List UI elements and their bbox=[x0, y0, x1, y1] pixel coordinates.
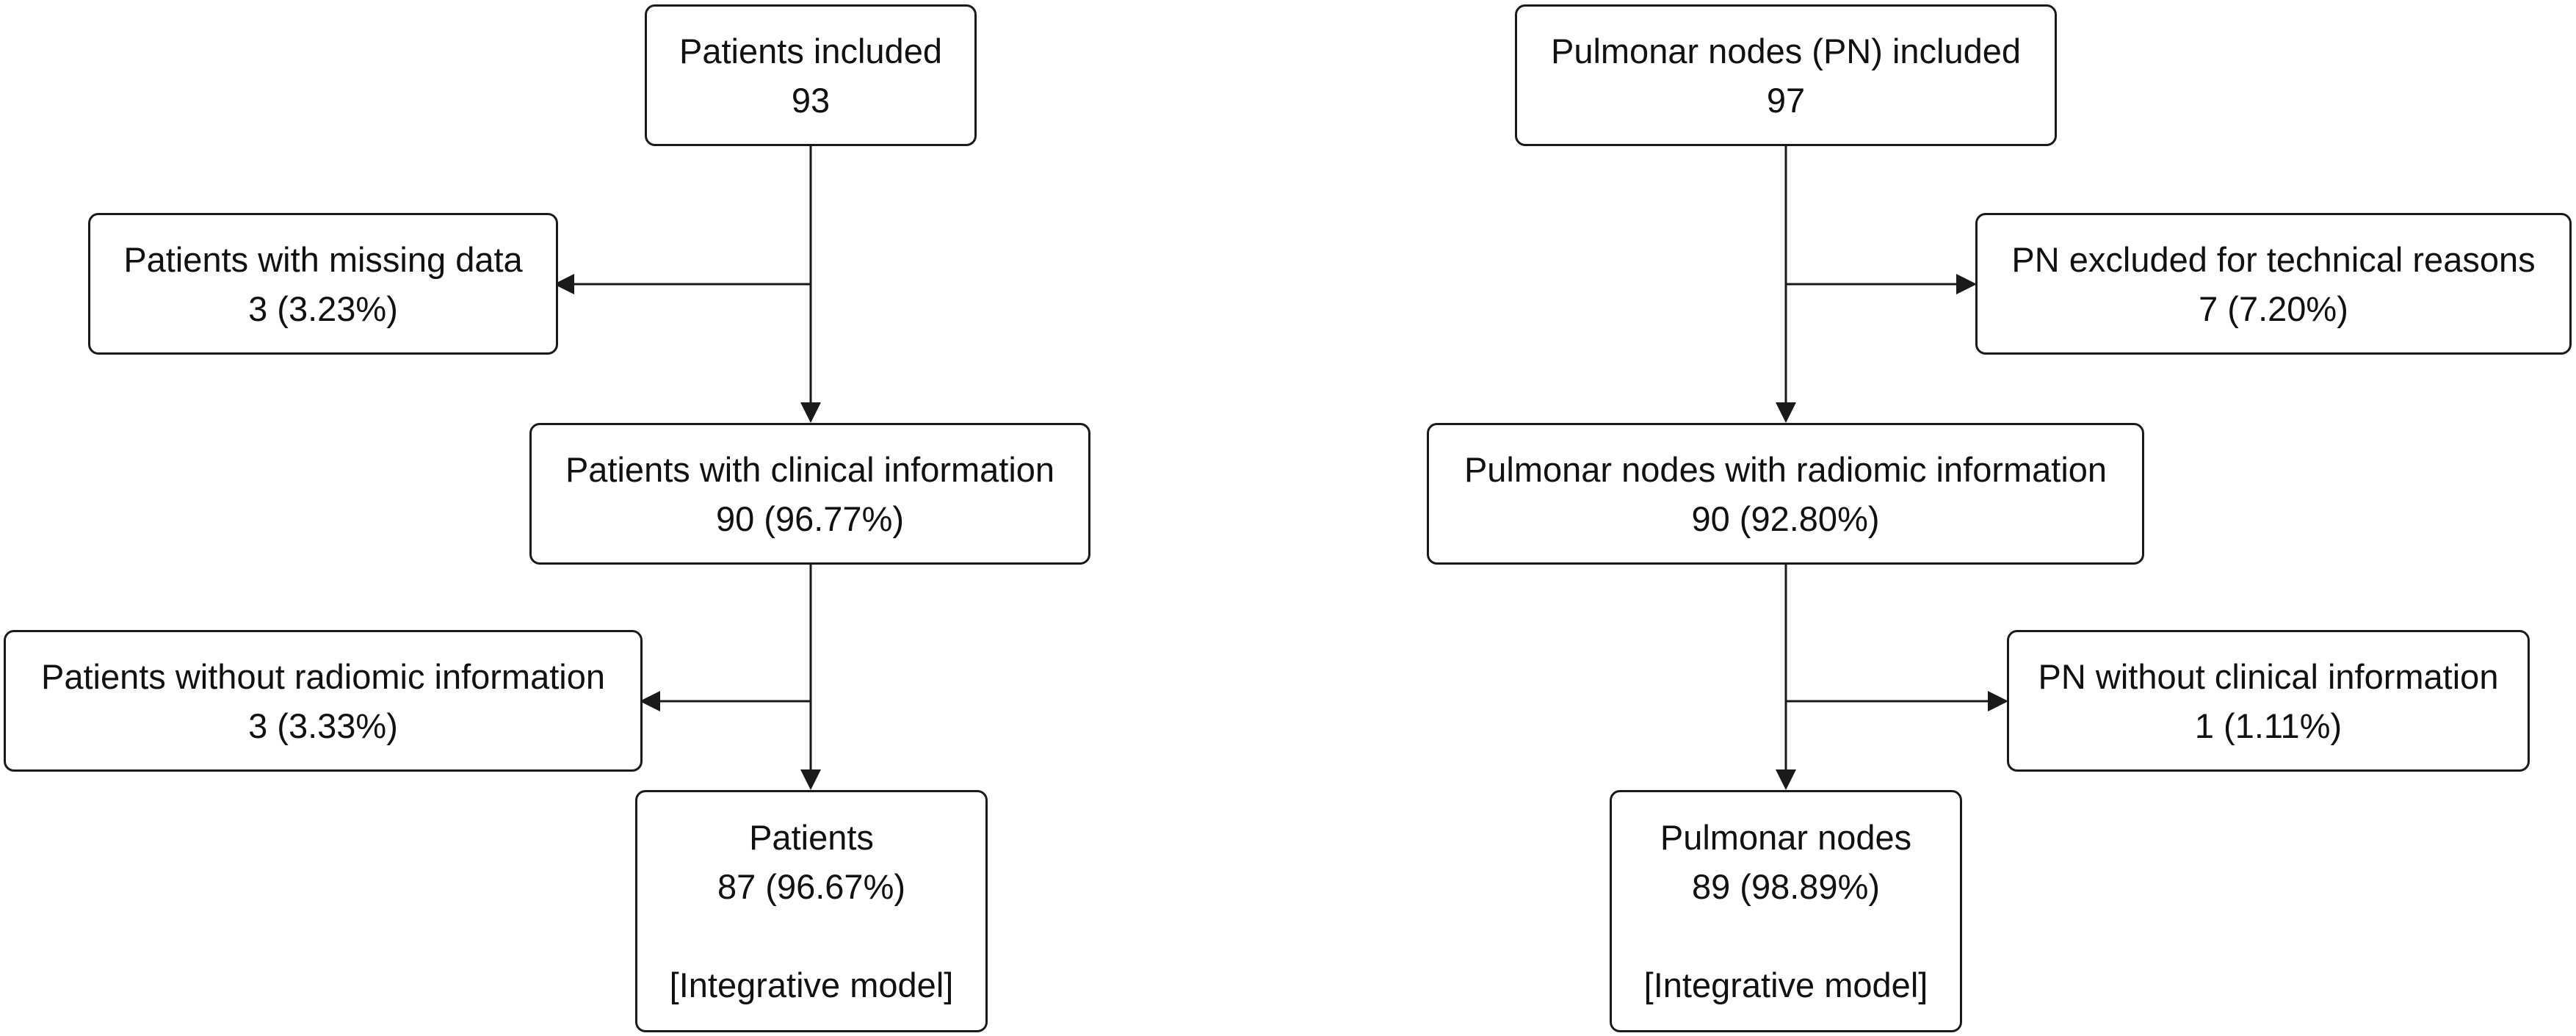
right-final-box: Pulmonar nodes 89 (98.89%) [Integrative … bbox=[1610, 790, 1962, 1032]
right-excluded-1-value: 7 (7.20%) bbox=[2199, 289, 2348, 328]
right-step-2-value: 90 (92.80%) bbox=[1691, 499, 1880, 538]
right-arrowhead-to-final bbox=[1776, 769, 1796, 790]
right-included-value: 97 bbox=[1766, 80, 1806, 120]
left-arrowhead-to-final bbox=[800, 769, 821, 790]
left-included-box: Patients included 93 bbox=[645, 4, 977, 146]
right-excluded-2-title: PN without clinical information bbox=[2038, 656, 2499, 696]
left-excluded-2-box: Patients without radiomic information 3 … bbox=[4, 630, 643, 772]
right-step-2-box: Pulmonar nodes with radiomic information… bbox=[1427, 423, 2144, 565]
right-excluded-1-box: PN excluded for technical reasons 7 (7.2… bbox=[1975, 213, 2572, 355]
right-arrowhead-to-excluded-2 bbox=[1988, 691, 2008, 711]
right-final-note: [Integrative model] bbox=[1643, 966, 1928, 1004]
left-included-value: 93 bbox=[791, 80, 831, 120]
left-final-box: Patients 87 (96.67%) [Integrative model] bbox=[635, 790, 988, 1032]
right-final-value: 89 (98.89%) bbox=[1691, 867, 1881, 906]
right-final-title: Pulmonar nodes bbox=[1660, 818, 1912, 857]
right-included-title: Pulmonar nodes (PN) included bbox=[1550, 31, 2022, 70]
right-excluded-2-value: 1 (1.11%) bbox=[2194, 706, 2342, 745]
left-included-title: Patients included bbox=[679, 31, 942, 70]
right-excluded-1-title: PN excluded for technical reasons bbox=[2011, 239, 2536, 279]
left-step-2-box: Patients with clinical information 90 (9… bbox=[529, 423, 1090, 565]
left-arrowhead-to-excluded-2 bbox=[640, 691, 660, 711]
left-arrowhead-to-excluded-1 bbox=[554, 274, 574, 294]
left-final-title: Patients bbox=[749, 818, 874, 857]
left-excluded-1-box: Patients with missing data 3 (3.23%) bbox=[88, 213, 558, 355]
left-excluded-2-title: Patients without radiomic information bbox=[40, 656, 606, 696]
left-step-2-value: 90 (96.77%) bbox=[715, 499, 905, 538]
right-arrowhead-to-excluded-1 bbox=[1956, 274, 1977, 294]
left-excluded-2-value: 3 (3.33%) bbox=[248, 706, 398, 745]
right-step-2-title: Pulmonar nodes with radiomic information bbox=[1464, 449, 2108, 489]
left-excluded-1-value: 3 (3.23%) bbox=[248, 289, 398, 328]
right-excluded-2-box: PN without clinical information 1 (1.11%… bbox=[2007, 630, 2530, 772]
left-excluded-1-title: Patients with missing data bbox=[123, 239, 523, 279]
left-arrowhead-to-step-2 bbox=[800, 402, 821, 423]
right-included-box: Pulmonar nodes (PN) included 97 bbox=[1515, 4, 2057, 146]
left-final-value: 87 (96.67%) bbox=[717, 867, 906, 906]
left-step-2-title: Patients with clinical information bbox=[565, 449, 1055, 489]
left-final-note: [Integrative model] bbox=[669, 966, 954, 1004]
right-arrowhead-to-step-2 bbox=[1776, 402, 1796, 423]
